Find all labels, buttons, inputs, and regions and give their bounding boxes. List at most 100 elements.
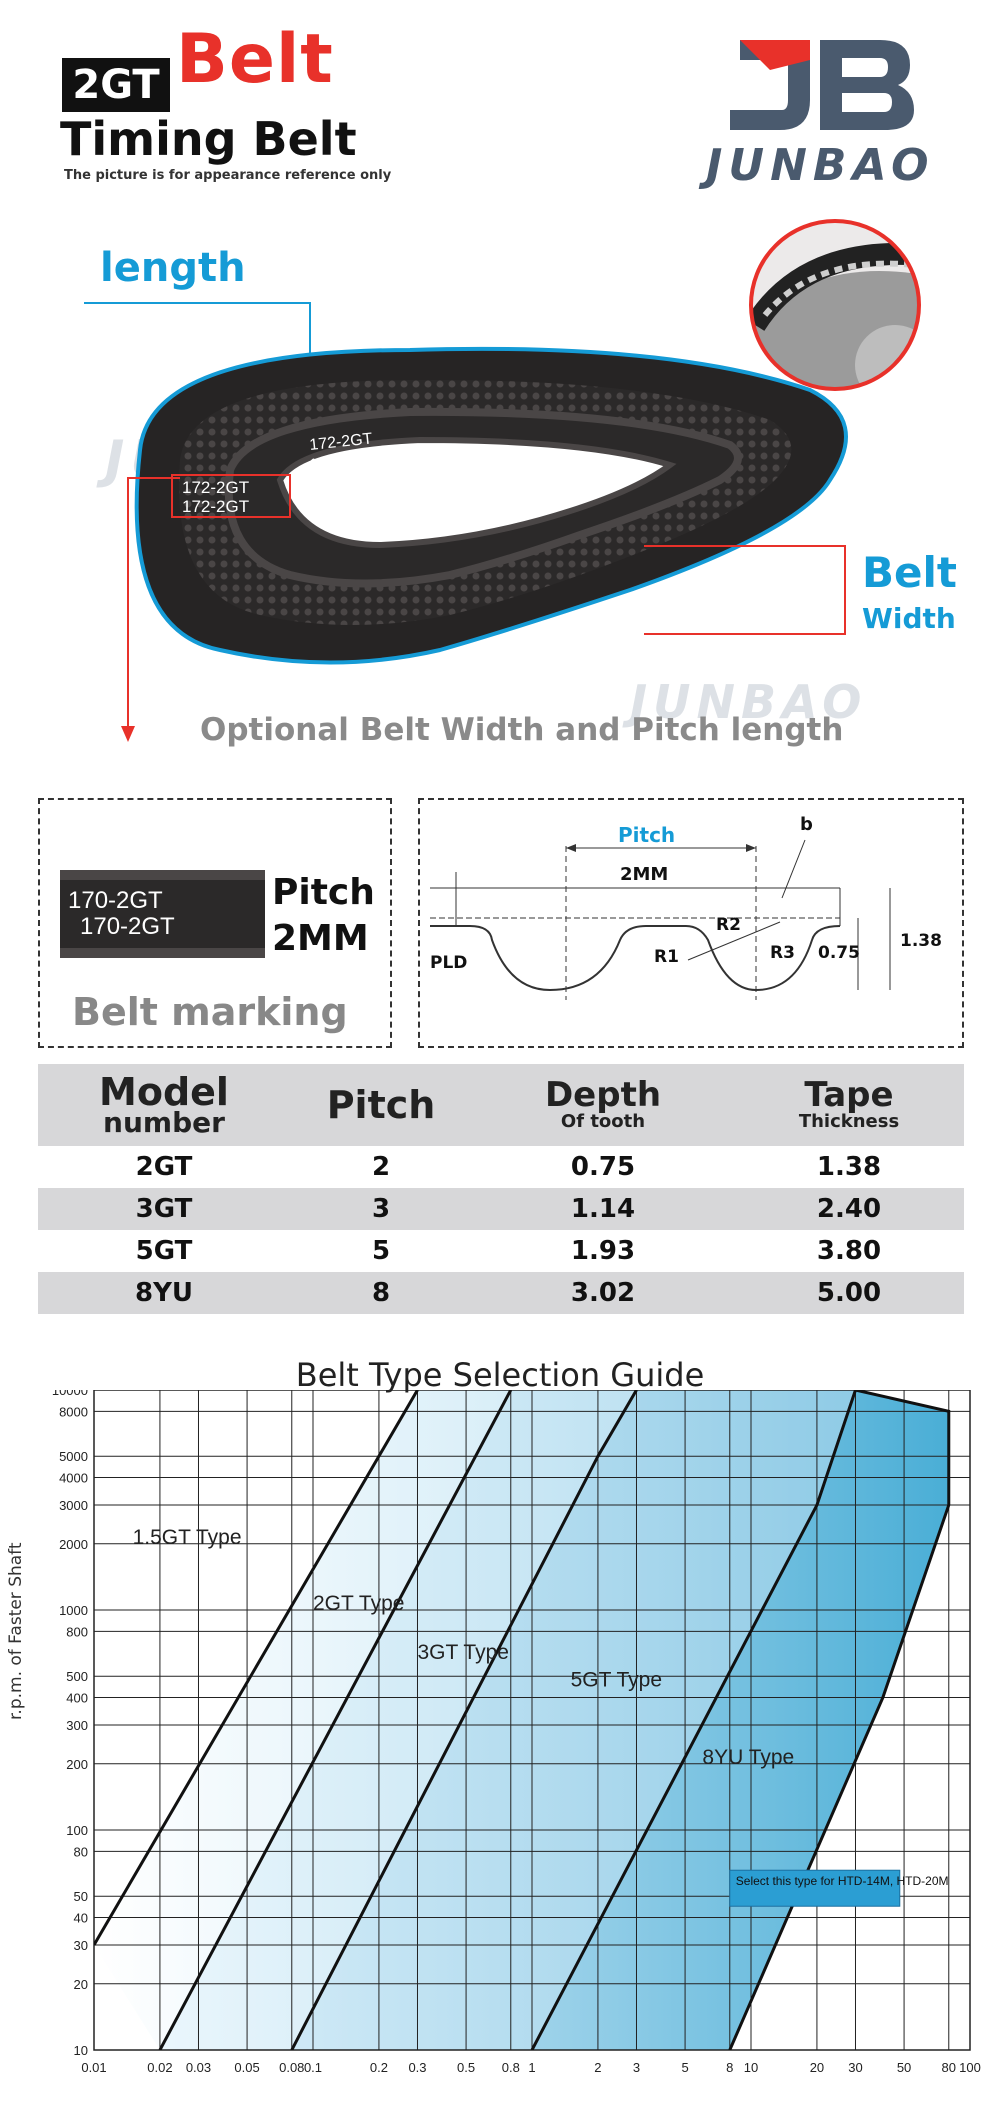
title-belt: Belt <box>176 20 334 99</box>
col-tape-2: Thickness <box>798 1110 900 1132</box>
cell-model: 2GT <box>135 1152 193 1182</box>
brand-name: JUNBAO <box>706 140 935 191</box>
marking-pitch-label: Pitch <box>272 872 375 913</box>
x-tick-label: 0.1 <box>304 2060 322 2075</box>
profile-thickness: 1.38 <box>900 931 942 951</box>
optional-width-subtitle: Optional Belt Width and Pitch length <box>200 712 844 748</box>
table-header-row: Model number Pitch Depth Of tooth Tape T… <box>38 1064 964 1146</box>
x-tick-label: 0.08 <box>279 2060 304 2075</box>
table-row: 3GT 3 1.14 2.40 <box>38 1188 964 1230</box>
x-tick-label: 0.3 <box>408 2060 426 2075</box>
watermark-text-2: JUNBAO <box>630 675 868 729</box>
x-tick-label: 10 <box>744 2060 758 2075</box>
cell-model: 5GT <box>135 1236 193 1266</box>
cell-depth: 0.75 <box>570 1152 636 1182</box>
x-tick-label: 0.05 <box>234 2060 259 2075</box>
profile-pitch: Pitch <box>618 823 675 847</box>
band-3gt <box>159 1390 637 2050</box>
x-tick-label: 100 <box>959 2060 981 2075</box>
type-boundary-line <box>94 1390 419 1946</box>
table-row: 5GT 5 1.93 3.80 <box>38 1230 964 1272</box>
col-model-1: Model <box>99 1070 229 1114</box>
timing-belt-image: 172-2GT 172-2GT 172-2GT 172-2GT <box>134 346 848 665</box>
type-boundary-line <box>530 1390 857 2050</box>
y-tick-label: 4000 <box>59 1471 88 1486</box>
y-tick-label: 400 <box>66 1691 88 1706</box>
type-boundary-line <box>728 1390 951 2050</box>
cell-tape: 2.40 <box>734 1188 964 1230</box>
cell-tape: 3.80 <box>816 1236 882 1266</box>
marking-pitch-value: 2MM <box>272 918 369 959</box>
y-tick-label: 200 <box>66 1757 88 1772</box>
col-pitch-label: Pitch <box>326 1083 436 1127</box>
cell-depth: 1.14 <box>472 1188 734 1230</box>
cell-tape: 1.38 <box>816 1152 882 1182</box>
chart-title: Belt Type Selection Guide <box>295 1356 705 1394</box>
title-timing-belt: Timing Belt <box>60 112 357 166</box>
svg-text:172-2GT: 172-2GT <box>182 497 249 516</box>
col-tape-1: Tape <box>804 1074 894 1115</box>
x-tick-label: 8 <box>726 2060 733 2075</box>
appearance-note: The picture is for appearance reference … <box>64 168 392 183</box>
cell-model: 3GT <box>38 1188 290 1230</box>
series-label: 3GT Type <box>417 1641 508 1664</box>
svg-text:172-2GT: 172-2GT <box>309 430 374 454</box>
profile-pitch-mm: 2MM <box>620 864 668 885</box>
y-tick-label: 10000 <box>52 1390 88 1398</box>
x-tick-label: 0.8 <box>502 2060 520 2075</box>
marking-leader-arrow <box>121 477 180 742</box>
cell-pitch: 2 <box>371 1152 391 1182</box>
cell-pitch: 5 <box>371 1236 391 1266</box>
col-model: Model number <box>38 1064 290 1146</box>
x-tick-label: 30 <box>848 2060 862 2075</box>
y-tick-label: 800 <box>66 1624 88 1639</box>
y-tick-label: 8000 <box>59 1404 88 1419</box>
x-tick-label: 0.2 <box>370 2060 388 2075</box>
col-pitch: Pitch <box>290 1064 472 1146</box>
series-label: 1.5GT Type <box>133 1526 242 1549</box>
model-badge: 2GT <box>62 58 170 112</box>
svg-text:172-2GT: 172-2GT <box>182 478 249 497</box>
profile-r1: R1 <box>654 947 679 967</box>
tooth-closeup-image <box>749 219 921 391</box>
cell-model: 8YU <box>38 1272 290 1314</box>
x-tick-label: 3 <box>633 2060 640 2075</box>
y-tick-label: 300 <box>66 1718 88 1733</box>
profile-depth: 0.75 <box>818 943 860 963</box>
tooth-profile-box: Pitch 2MM b R2 R1 R3 PLD 0.75 1.38 <box>418 798 964 1048</box>
cell-depth: 1.93 <box>570 1236 636 1266</box>
table-row: 8YU 8 3.02 5.00 <box>38 1272 964 1314</box>
profile-r2: R2 <box>716 915 741 935</box>
x-tick-label: 0.5 <box>457 2060 475 2075</box>
x-tick-label: 5 <box>681 2060 688 2075</box>
x-tick-label: 80 <box>942 2060 956 2075</box>
x-tick-label: 50 <box>897 2060 911 2075</box>
series-label: 2GT Type <box>313 1592 404 1615</box>
spec-table: Model number Pitch Depth Of tooth Tape T… <box>38 1064 964 1314</box>
marking-code-1: 170-2GT <box>68 887 163 914</box>
htd-note-line: Select this type for HTD-14M, HTD-20M <box>736 1874 949 1888</box>
series-label: 8YU Type <box>702 1746 794 1769</box>
tooth-profile-diagram: Pitch 2MM b R2 R1 R3 PLD 0.75 1.38 <box>430 814 942 1000</box>
cell-pitch: 3 <box>290 1188 472 1230</box>
y-tick-label: 5000 <box>59 1449 88 1464</box>
htd-note-box <box>729 1869 901 1907</box>
x-tick-label: 2 <box>594 2060 601 2075</box>
y-tick-label: 2000 <box>59 1537 88 1552</box>
y-tick-label: 3000 <box>59 1498 88 1513</box>
y-tick-label: 10 <box>74 2043 88 2058</box>
col-depth-1: Depth <box>544 1074 662 1115</box>
belt-width-label-1: Belt <box>862 548 957 597</box>
profile-pld: PLD <box>430 953 467 973</box>
col-model-2: number <box>103 1106 225 1139</box>
band-5gt <box>291 1390 856 2050</box>
profile-b: b <box>800 814 813 835</box>
cell-depth: 3.02 <box>472 1272 734 1314</box>
x-tick-label: 1 <box>528 2060 535 2075</box>
y-tick-label: 100 <box>66 1823 88 1838</box>
junbao-logo-icon <box>730 40 914 130</box>
profile-r3: R3 <box>770 943 795 963</box>
cell-pitch: 8 <box>290 1272 472 1314</box>
x-tick-label: 20 <box>810 2060 824 2075</box>
